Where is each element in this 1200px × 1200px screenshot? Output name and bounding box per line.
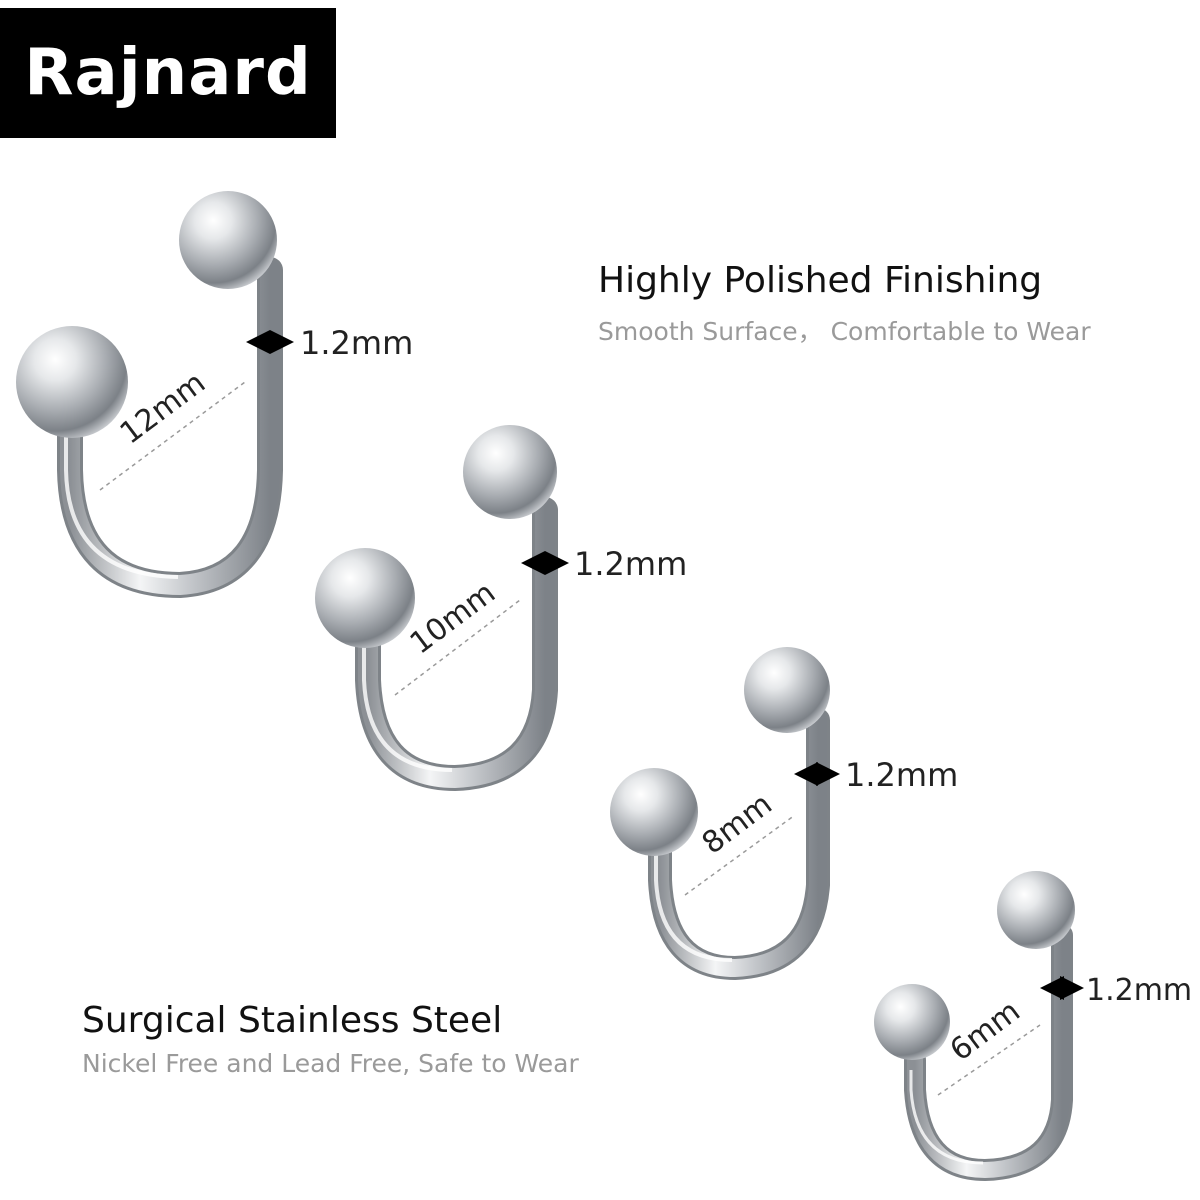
thickness-label: 1.2mm: [300, 324, 413, 362]
brand-name: Rajnard: [24, 36, 312, 110]
diameter-label: 8mm: [696, 787, 779, 862]
thickness-label: 1.2mm: [845, 756, 958, 794]
diameter-guide: [684, 814, 796, 896]
ball-end-icon: [315, 548, 415, 648]
thickness-label: 1.2mm: [1086, 973, 1192, 1008]
brand-logo: Rajnard: [0, 8, 336, 138]
ball-end-icon: [997, 871, 1075, 949]
ball-end-icon: [179, 191, 277, 289]
feature-subtitle-polished: Smooth Surface， Comfortable to Wear: [598, 317, 1091, 346]
ball-end-icon: [16, 326, 128, 438]
feature-title-polished: Highly Polished Finishing: [598, 260, 1043, 301]
ball-end-icon: [744, 647, 830, 733]
thickness-label: 1.2mm: [574, 545, 687, 583]
ball-end-icon: [874, 984, 950, 1060]
diameter-guide: [99, 381, 246, 491]
ring-6mm: 1.2mm 6mm: [874, 871, 1192, 1182]
ball-end-icon: [610, 768, 698, 856]
diameter-guide: [394, 599, 521, 696]
diameter-label: 12mm: [114, 365, 212, 451]
feature-subtitle-steel: Nickel Free and Lead Free, Safe to Wear: [82, 1049, 579, 1078]
ring-8mm: 1.2mm 8mm: [610, 647, 958, 981]
feature-title-steel: Surgical Stainless Steel: [82, 1000, 503, 1041]
ring-10mm: 1.2mm 10mm: [315, 425, 687, 792]
diameter-label: 6mm: [944, 994, 1027, 1069]
diameter-label: 10mm: [404, 575, 502, 661]
ball-end-icon: [463, 425, 557, 519]
ring-12mm: 1.2mm 12mm: [16, 191, 413, 599]
